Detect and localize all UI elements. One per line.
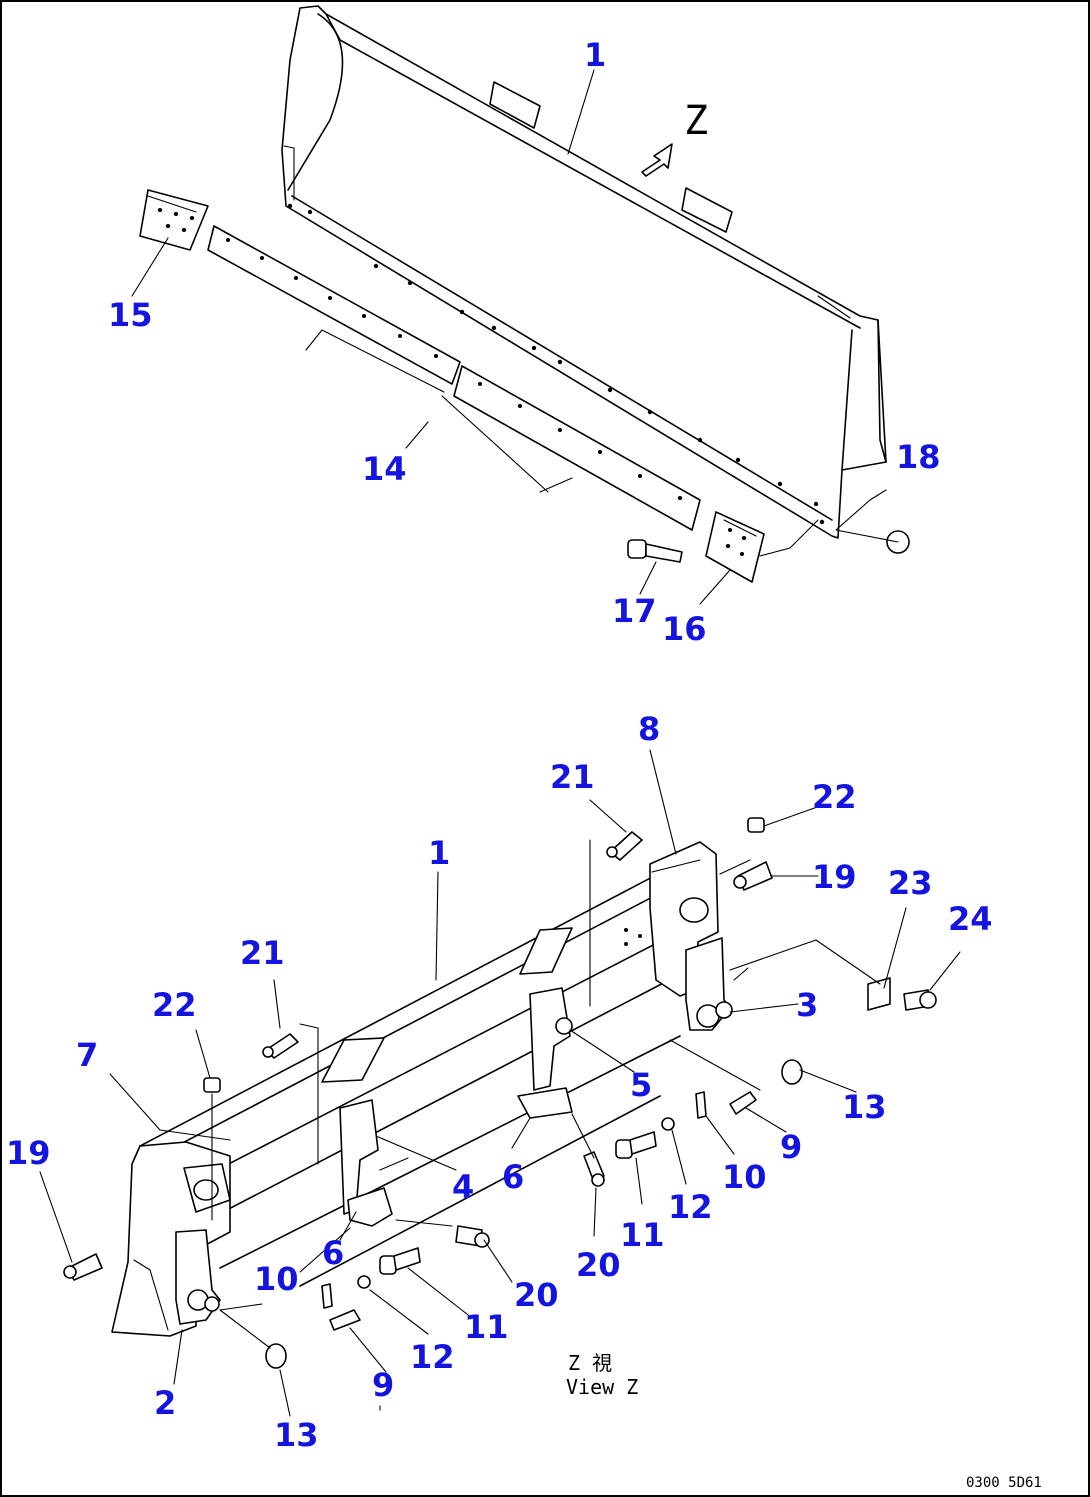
view-z-marker: Z (684, 98, 708, 144)
callout-19-right: 19 (812, 858, 857, 896)
callout-12-left: 12 (410, 1338, 455, 1376)
callout-6-left: 6 (322, 1234, 344, 1272)
callout-9-right: 9 (780, 1128, 802, 1166)
callout-21-left: 21 (240, 934, 285, 972)
blade-bolt-holes (287, 203, 825, 525)
callout-11-left: 11 (464, 1308, 509, 1346)
callout-9-left: 9 (372, 1366, 394, 1404)
leader-lines-top (131, 69, 899, 605)
callout-8: 8 (638, 710, 660, 748)
callout-18: 18 (896, 438, 941, 476)
callout-20-left: 20 (514, 1276, 559, 1314)
blade-rear-frame (111, 841, 733, 1337)
callout-16: 16 (662, 610, 707, 648)
callout-22-right: 22 (812, 778, 857, 816)
bolt-17 (627, 539, 683, 563)
callout-4: 4 (452, 1168, 474, 1206)
callout-1-bottom: 1 (428, 834, 450, 872)
view-z-arrow (641, 143, 673, 177)
callout-14: 14 (362, 450, 407, 488)
callout-13-right: 13 (842, 1088, 887, 1126)
view-caption-jp: Z 視 (568, 1351, 612, 1375)
end-bit-left (139, 189, 209, 251)
callout-23: 23 (888, 864, 933, 902)
callout-22-left: 22 (152, 986, 197, 1024)
callout-24: 24 (948, 900, 993, 938)
leader-lines-bottom (39, 749, 961, 1417)
callout-10-left: 10 (254, 1260, 299, 1298)
callout-2: 2 (154, 1384, 176, 1422)
end-bit-right (705, 511, 765, 583)
callout-17: 17 (612, 592, 657, 630)
callout-3: 3 (796, 986, 818, 1024)
callout-6-right: 6 (502, 1158, 524, 1196)
callout-19-left: 19 (6, 1134, 51, 1172)
callout-5: 5 (630, 1066, 652, 1104)
callout-11-right: 11 (620, 1216, 665, 1254)
cutting-edges (207, 225, 701, 531)
callout-15: 15 (108, 296, 153, 334)
callout-20-right: 20 (576, 1246, 621, 1284)
callout-21-right: 21 (550, 758, 595, 796)
callout-10-right: 10 (722, 1158, 767, 1196)
view-caption-en: View Z (566, 1375, 638, 1399)
callout-13-left: 13 (274, 1416, 319, 1454)
callout-7: 7 (76, 1036, 98, 1074)
callout-12-right: 12 (668, 1188, 713, 1226)
callout-1-top: 1 (584, 36, 606, 74)
blade-top-view: Z (281, 5, 887, 539)
drawing-code: 0300 5D61 (966, 1475, 1042, 1491)
